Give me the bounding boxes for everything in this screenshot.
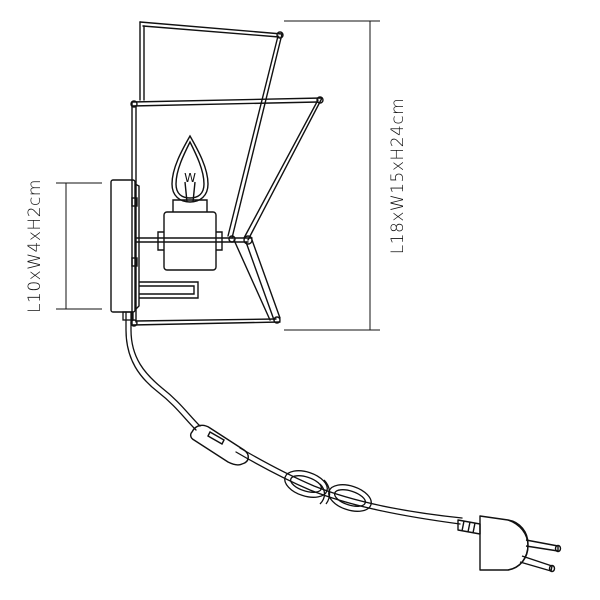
backplate [110,179,140,313]
coil-loop-left-inner [289,475,323,493]
plug-strain-relief-ribs [461,520,476,534]
coil-loop-right-inner [333,489,367,507]
frame-right-lower-diagonal-inner [245,241,275,321]
frame-right-lower-diagonal [251,239,281,319]
cable-inner [130,311,201,427]
bulb-filament-mark: W [184,171,196,185]
backplate-screw-bottom [131,257,138,267]
bulb-filament-lead-left [184,181,188,203]
lamp-dimensions-label: L18xW15xH24cm [388,98,408,255]
coil-wrap [319,479,331,505]
bulb-filament-lead-right [192,181,196,203]
cable-outer [125,311,197,431]
backplate-edge [134,183,140,311]
arm-bracket-inner [139,285,195,295]
plug-pin-bottom-tip [548,564,556,573]
backplate-dimensions-label: L10xW4xH2cm [25,179,45,313]
frame-joint-upper-right [316,96,324,104]
frame-joint-mid-left [228,235,236,243]
frame-joint-top-right [276,31,284,39]
socket-body [163,211,217,271]
plug-pin-top [525,539,559,552]
dimension-lamp [284,20,380,331]
switch-toggle [207,431,225,445]
frame-back-top [139,21,283,35]
frame-joint-bottom-right [273,316,281,324]
frame-bottom-bar [131,321,281,326]
frame-joint-mid [243,235,253,245]
socket-collar [172,199,208,212]
backplate-screw-top [131,197,138,207]
cable-grommet [122,311,134,321]
cable-tail-inner [239,447,463,519]
arm-bracket [139,281,199,299]
frame-inner-lower-diagonal [233,239,271,321]
bulb-glass-outer [171,134,209,203]
wire-frame-shade [130,21,324,327]
frame-bottom-bar-inner [135,318,277,322]
plug-pin-bottom [519,555,553,572]
socket-collar-right [216,231,223,251]
frame-upper-bar [131,97,323,103]
plug-pin-top-tip [554,544,562,553]
lamp-arm [139,281,199,299]
plug-face [507,519,529,571]
switch-body [189,424,249,466]
socket-collar-left [157,231,164,251]
cable-coil [284,470,372,512]
frame-joint-upper-left [130,100,138,108]
bulb-glass-inner [175,140,205,199]
inline-switch [189,424,249,466]
candle-bulb [171,134,209,203]
bulb-socket [157,199,223,271]
dimension-backplate [56,182,102,310]
frame-front-diagonal-upper [231,33,283,239]
eu-plug [457,515,562,573]
frame-upper-bar-inner [131,101,319,107]
coil-loop-left-outer [284,470,328,498]
frame-front-diagonal-upper-inner [227,35,279,237]
frame-right-upper-diagonal [247,97,323,241]
frame-back-top-inner [142,25,280,38]
frame-right-upper-diagonal-inner [243,99,319,239]
